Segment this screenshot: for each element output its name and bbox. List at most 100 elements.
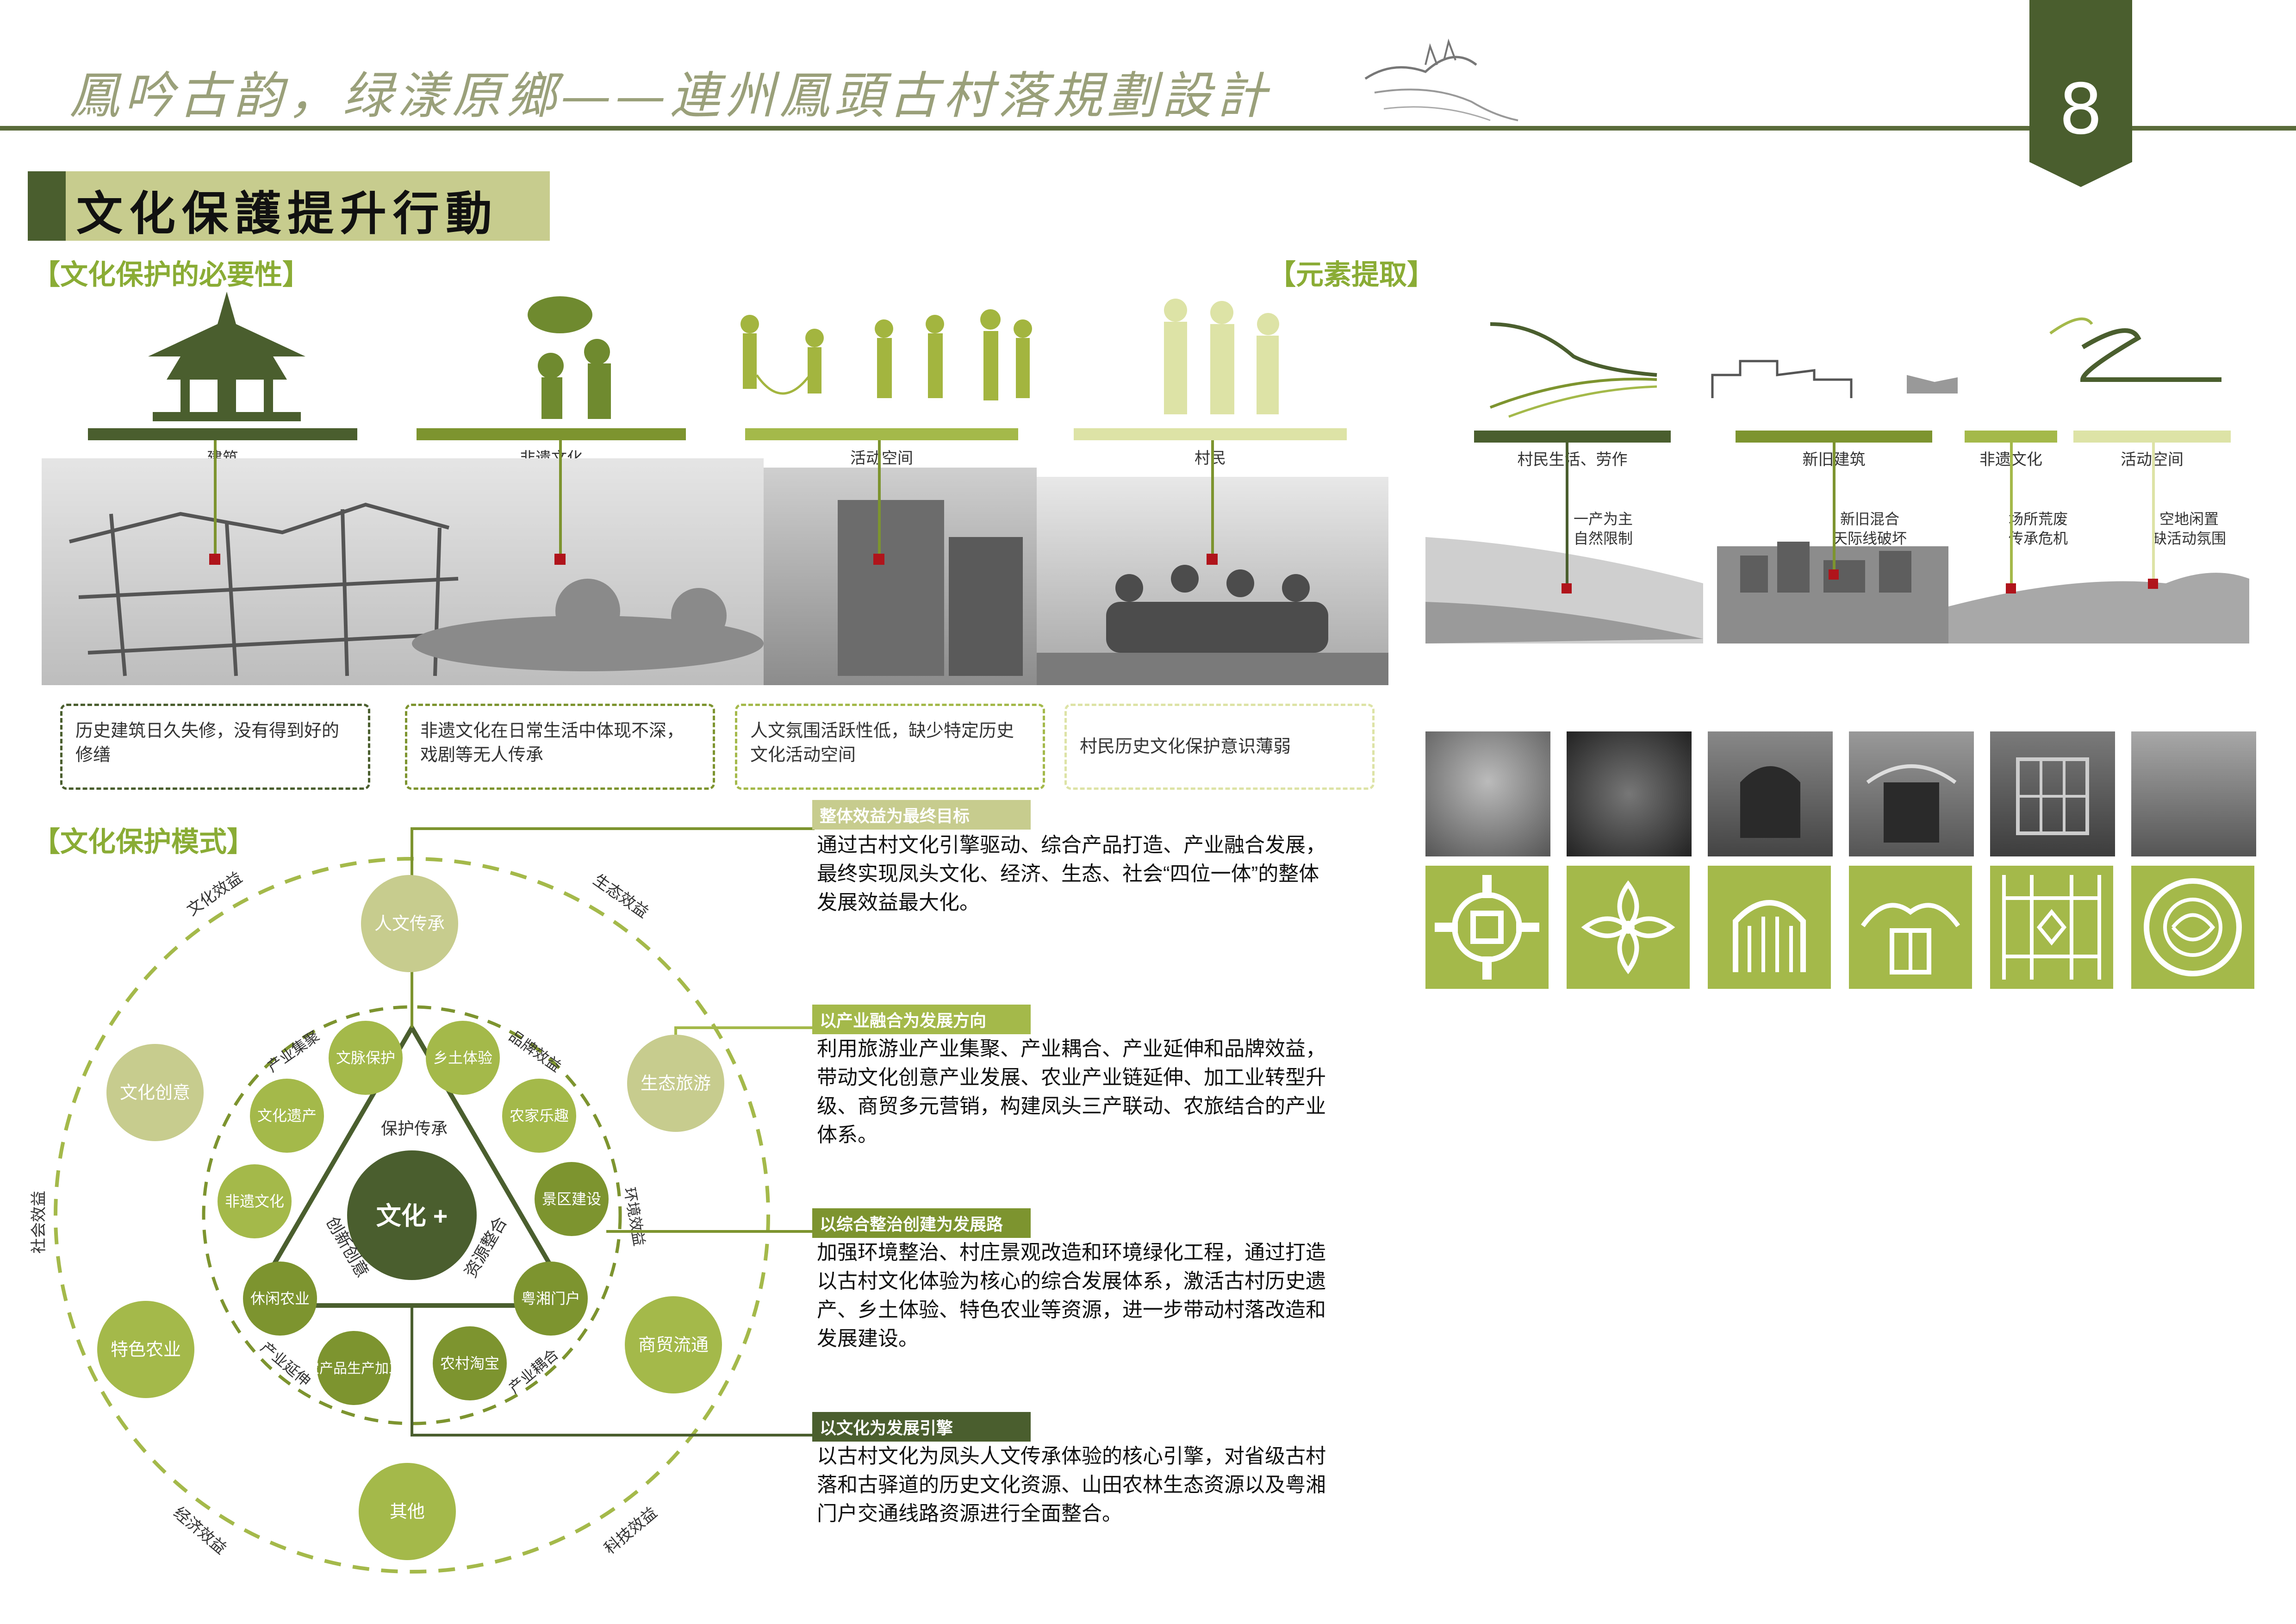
mode-heading: 【文化保护模式】 [32, 826, 255, 857]
category-bar-activity-space [745, 428, 1018, 440]
connector-line [1566, 443, 1568, 586]
marker-square [1829, 569, 1839, 580]
strategy-title: 整体效益为最终目标 [812, 800, 1031, 830]
page-number-tab [2029, 0, 2132, 187]
inner-arc-label: 环境效益 [621, 1186, 648, 1247]
elements-heading: 【元素提取】 [1268, 259, 1435, 290]
outer-arc-label: 经济效益 [170, 1504, 230, 1558]
inner-node-label: 文化遗产 [257, 1107, 317, 1124]
outer-node-label: 其他 [390, 1502, 425, 1522]
lion-dance-silhouette-icon [528, 296, 611, 419]
marker-square [209, 554, 220, 565]
inner-node-label: 非遗文化 [225, 1193, 284, 1210]
element-bar-buildings [1736, 431, 1932, 443]
header-rule [0, 126, 2296, 131]
category-bar-intangible-culture [417, 428, 686, 440]
element-line-drawings [1489, 317, 2221, 418]
marker-square [2148, 579, 2158, 589]
strategy-title: 以文化为发展引擎 [812, 1412, 1031, 1442]
connector-line [2010, 443, 2013, 586]
photo-lattice-window [1990, 731, 2115, 856]
inner-node-label: 粤湘门户 [521, 1290, 580, 1307]
marker-square [1562, 583, 1572, 593]
category-label: 活动空间 [850, 450, 913, 467]
inner-arc-label: 产业耦合 [505, 1346, 561, 1397]
element-note: 场所荒废传承危机 [2009, 511, 2068, 547]
element-bar-intangible-culture [1965, 431, 2057, 443]
category-bar-villagers [1074, 428, 1347, 440]
page-number: 8 [2059, 69, 2103, 150]
outer-node-label: 人文传承 [374, 914, 445, 934]
outer-node-label: 特色农业 [111, 1340, 181, 1360]
strategy-text: 利用旅游业产业集聚、产业耦合、产业延伸和品牌效益，带动文化创意产业发展、农业产业… [817, 1037, 1326, 1146]
connector-line [878, 440, 881, 561]
inner-arc-label: 产业集聚 [264, 1028, 323, 1075]
inner-node-label: 农村淘宝 [440, 1355, 499, 1372]
element-note: 一产为主自然限制 [1574, 511, 1633, 547]
inner-node-label: 休闲农业 [250, 1290, 310, 1307]
inner-node-label: 景区建设 [542, 1191, 601, 1207]
pattern-medallion-icon [2131, 866, 2254, 989]
issue-box-architecture: 历史建筑日久失修，没有得到好的修缮 [60, 704, 370, 790]
photo-village-landscape [1425, 528, 2249, 643]
outer-arc-label: 社会效益 [30, 1191, 48, 1254]
element-label: 村民生活、劳作 [1517, 451, 1628, 468]
strategy-text: 通过古村文化引擎驱动、综合产品打造、产业融合发展，最终实现凤头文化、经济、生态、… [817, 834, 1326, 914]
pattern-window-scroll-icon [1849, 866, 1972, 989]
inner-node-label: 农家乐趣 [510, 1107, 569, 1124]
photo-ruined-building [42, 458, 764, 685]
issue-box-villagers: 村民历史文化保护意识薄弱 [1064, 704, 1375, 790]
category-bar-architecture [88, 428, 357, 440]
pattern-lattice-icon [1990, 866, 2113, 989]
pattern-sun-icon [1425, 866, 1549, 989]
pattern-arch-icon [1708, 866, 1831, 989]
photo-carved-medallion [1567, 731, 1692, 856]
inner-arc-label: 品牌效益 [506, 1028, 565, 1075]
photo-decorated-window [1849, 731, 1974, 856]
connector-line [1211, 440, 1214, 561]
triangle-label: 保护传承 [381, 1119, 448, 1138]
page-title: 鳳吟古韵，绿漾原鄉——連州鳳頭古村落規劃設計 [69, 67, 1271, 125]
outer-node-label: 生态旅游 [641, 1074, 711, 1093]
outer-node-label: 文化创意 [120, 1083, 190, 1103]
pattern-flower-icon [1567, 866, 1690, 989]
inner-node-label: 文脉保护 [336, 1049, 395, 1066]
connector-line [214, 440, 217, 561]
logo-icon [1364, 38, 1518, 121]
culture-mode-diagram: 文化 + 保护传承 创新创意 资源整合 文脉保护 乡土体验 农家乐趣 景区建设 … [30, 827, 815, 1574]
marker-square [554, 554, 566, 565]
strategy-text: 加强环境整治、村庄景观改造和环境绿化工程，通过打造以古村文化体验为核心的综合发展… [817, 1241, 1326, 1350]
strategy-title: 以产业融合为发展方向 [812, 1005, 1031, 1034]
center-label: 文化 + [376, 1202, 448, 1230]
elderly-villagers-silhouette-icon [1164, 299, 1279, 414]
element-bar-village-life [1474, 431, 1671, 443]
pavilion-silhouette-icon [148, 292, 305, 421]
connector-line [559, 440, 562, 561]
section-title: 文化保護提升行動 [76, 186, 498, 241]
photo-wood-beam [2131, 731, 2256, 856]
inner-node-label: 农产品生产加工 [305, 1361, 403, 1376]
connector-line [2152, 443, 2155, 581]
category-label: 村民 [1195, 450, 1226, 467]
marker-square [873, 554, 884, 565]
photo-old-wall [764, 468, 1037, 685]
inner-node-label: 乡土体验 [433, 1049, 492, 1066]
inner-ring [202, 1005, 622, 1425]
element-note: 新旧混合天际线破坏 [1833, 511, 1907, 547]
photo-stone-drum [1425, 731, 1550, 856]
outer-node-label: 商贸流通 [638, 1336, 709, 1355]
section-banner [28, 171, 550, 241]
outer-arc-label: 文化效益 [184, 868, 245, 919]
element-note: 空地闲置缺活动氛围 [2152, 511, 2227, 547]
photo-arched-window [1708, 731, 1833, 856]
connector-line [1833, 443, 1836, 572]
strategy-text: 以古村文化为凤头人文传承体验的核心引擎，对省级古村落和古驿道的历史文化资源、山田… [817, 1445, 1326, 1525]
marker-square [1207, 554, 1218, 565]
strategy-title: 以综合整治创建为发展路 [812, 1208, 1031, 1238]
children-playing-silhouette-icon [740, 309, 1032, 400]
marker-square [2006, 583, 2016, 593]
necessity-heading: 【文化保护的必要性】 [32, 259, 310, 290]
issue-box-intangible-culture: 非遗文化在日常生活中体现不深，戏剧等无人传承 [405, 704, 715, 790]
issue-box-activity-space: 人文氛围活跃性低，缺少特定历史文化活动空间 [735, 704, 1045, 790]
center-node [347, 1150, 477, 1280]
